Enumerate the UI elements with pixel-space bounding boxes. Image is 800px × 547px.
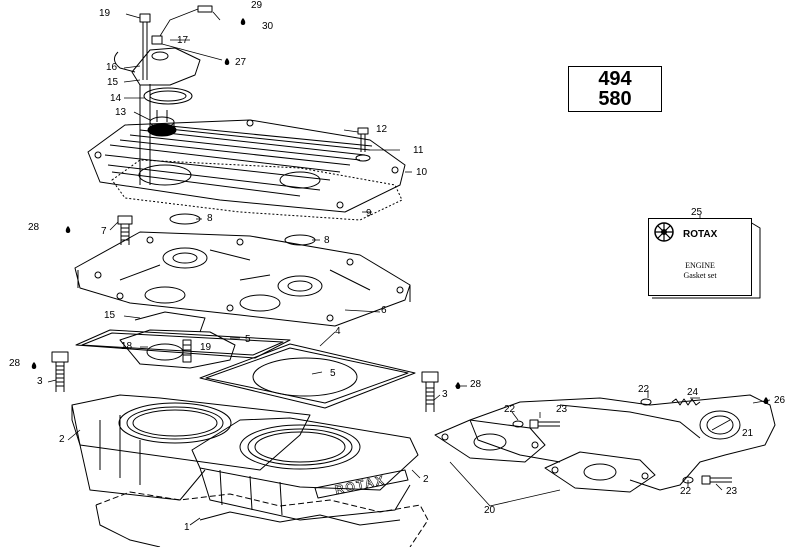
oring-14-inner [149,90,187,102]
bolt-19-top [139,13,151,80]
cylinder-gasket-left [75,329,291,359]
grease-markers [31,18,769,404]
gasket-kit-line2: Gasket set [683,271,717,280]
label-3-left: 3 [37,376,43,387]
label-9: 9 [366,208,372,219]
label-28-right: 28 [470,379,482,390]
thermostat [147,110,177,137]
exhaust-flange-left [434,419,546,463]
leader-lines [47,8,771,526]
label-5-left: 5 [245,334,251,345]
gasket-kit-brand: ROTAX [683,229,718,240]
oring-8a [169,213,201,225]
label-25: 25 [691,207,703,218]
label-6: 6 [381,305,387,316]
label-12: 12 [376,124,388,135]
label-16: 16 [106,62,118,73]
label-22-left: 22 [504,404,516,415]
label-11: 11 [413,145,424,156]
label-22-top: 22 [638,384,650,395]
cylinder-gasket [199,343,416,409]
label-8-bottom: 8 [324,235,330,246]
model-number-box: 494 580 [568,66,662,112]
label-5-right: 5 [330,368,336,379]
label-28-left: 28 [9,358,21,369]
label-7: 7 [101,226,107,237]
label-19-bottom: 19 [200,342,212,353]
stud-7 [117,215,133,245]
head-cover [87,119,406,213]
thermostat-housing [114,47,201,185]
label-30: 30 [262,21,274,32]
label-20: 20 [484,505,496,516]
label-26: 26 [774,395,786,406]
oring-8b [284,234,316,246]
oring-14 [143,87,193,105]
label-8-top: 8 [207,213,213,224]
stud-19-lower [182,339,192,363]
label-19-top: 19 [99,8,111,19]
cylinder-right [191,417,419,521]
cylinder-engraving: ROTAX [334,473,387,497]
screw-23-bottom [701,475,732,485]
label-2-left: 2 [59,434,65,445]
label-17: 17 [177,35,189,46]
cylinder-head [74,231,411,327]
cylinder-left [71,394,311,501]
label-29: 29 [251,0,263,11]
label-3-right: 3 [442,389,448,400]
exhaust-socket [119,311,236,369]
bolt-17 [151,35,163,45]
label-14: 14 [110,93,122,104]
bolt-29 [197,5,213,13]
label-18: 18 [121,341,133,352]
label-28-top: 28 [28,222,40,233]
washer-11 [355,154,371,162]
label-27: 27 [235,57,247,68]
label-13: 13 [115,107,127,118]
label-23-top: 23 [556,404,568,415]
exhaust-flange-right [544,451,656,493]
label-10: 10 [416,167,428,178]
spring-24 [671,398,701,406]
stud-3-right [421,371,439,412]
model-494: 494 [598,68,632,90]
stud-3-left [51,351,69,392]
crankcase-outline [95,491,429,547]
washer-22a [512,420,524,428]
label-2-right: 2 [423,474,429,485]
gasket-kit-shadow [652,221,761,299]
label-22-bottom: 22 [680,486,692,497]
label-15-bottom: 15 [104,310,116,321]
label-4: 4 [335,326,341,337]
label-1: 1 [184,522,190,533]
exhaust-manifold [469,394,776,491]
label-23-bottom: 23 [726,486,738,497]
label-15-top: 15 [107,77,119,88]
gasket-kit-logo-icon [654,222,674,242]
washer-22b [640,398,652,406]
label-24: 24 [687,387,699,398]
screw-23-top [529,419,560,429]
gasket-kit-line1: ENGINE [685,261,715,270]
label-21: 21 [742,428,754,439]
model-580: 580 [598,88,632,110]
